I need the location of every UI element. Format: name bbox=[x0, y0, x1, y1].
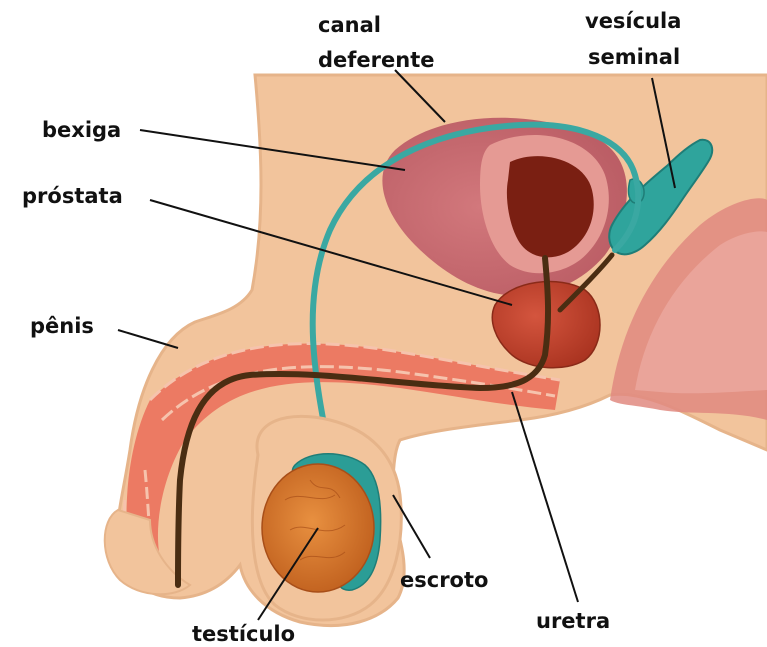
label-testiculo: testículo bbox=[192, 622, 295, 646]
label-vesicula-line2: seminal bbox=[588, 45, 680, 69]
label-canal-line1: canal bbox=[318, 13, 381, 37]
leader-penis bbox=[118, 330, 178, 348]
label-vesicula-line1: vesícula bbox=[585, 9, 681, 33]
leader-uretra bbox=[512, 392, 578, 602]
label-bexiga: bexiga bbox=[42, 118, 121, 142]
label-canal-line2: deferente bbox=[318, 48, 434, 72]
label-uretra: uretra bbox=[536, 609, 610, 633]
label-penis: pênis bbox=[30, 314, 94, 338]
label-escroto: escroto bbox=[400, 568, 488, 592]
label-prostata: próstata bbox=[22, 184, 123, 208]
